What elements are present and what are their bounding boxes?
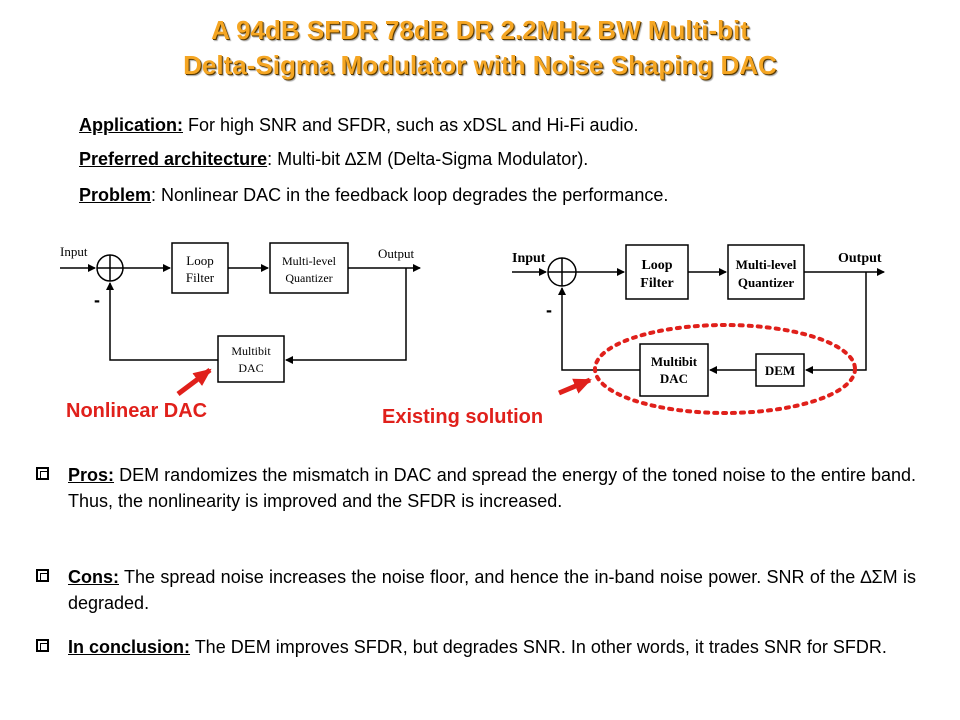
right-dem-text: DEM — [765, 363, 795, 378]
left-output-label: Output — [378, 246, 415, 261]
conclusion-label: In conclusion: — [68, 637, 191, 657]
problem-text: : Nonlinear DAC in the feedback loop deg… — [151, 185, 669, 205]
right-dac-text-2: DAC — [660, 371, 688, 386]
left-quantizer-text-2: Quantizer — [285, 271, 332, 285]
architecture-label: Preferred architecture — [79, 149, 268, 169]
right-quantizer-text-2: Quantizer — [738, 275, 795, 290]
left-loop-filter-text-2: Filter — [186, 270, 215, 285]
left-dac-block — [217, 335, 285, 383]
left-dac-text-1: Multibit — [231, 344, 271, 358]
problem-line: Problem: Nonlinear DAC in the feedback l… — [79, 184, 668, 206]
right-dac-text-1: Multibit — [651, 354, 698, 369]
problem-label: Problem — [79, 185, 152, 205]
left-input-label: Input — [60, 244, 88, 259]
title-line-1: A 94dB SFDR 78dB DR 2.2MHz BW Multi-bit — [211, 15, 749, 45]
cons-text: The spread noise increases the noise flo… — [68, 567, 916, 613]
left-loop-filter-block — [171, 242, 229, 294]
application-label: Application: — [79, 115, 183, 135]
right-input-label: Input — [512, 251, 546, 266]
left-red-pointer-arrow — [176, 368, 212, 396]
cons-bullet: Cons: The spread noise increases the noi… — [36, 564, 916, 616]
pros-bullet: Pros: DEM randomizes the mismatch in DAC… — [36, 462, 916, 514]
architecture-line: Preferred architecture: Multi-bit ∆ΣM (D… — [79, 148, 588, 170]
pros-text: DEM randomizes the mismatch in DAC and s… — [68, 465, 916, 511]
checkbox-bullet-icon — [36, 639, 49, 652]
application-line: Application: For high SNR and SFDR, such… — [79, 114, 639, 136]
right-diagram: Input - Loop Filter Multi-level Quantize… — [512, 244, 885, 415]
conclusion-text: The DEM improves SFDR, but degrades SNR.… — [190, 637, 887, 657]
application-text: For high SNR and SFDR, such as xDSL and … — [183, 115, 639, 135]
left-quantizer-text-1: Multi-level — [282, 254, 337, 268]
right-quantizer-block — [727, 244, 805, 300]
cons-label: Cons: — [68, 567, 119, 587]
title-line-2: Delta-Sigma Modulator with Noise Shaping… — [183, 50, 777, 80]
architecture-text: : Multi-bit ∆ΣM (Delta-Sigma Modulator). — [267, 149, 589, 169]
checkbox-bullet-icon — [36, 467, 49, 480]
checkbox-bullet-icon — [36, 569, 49, 582]
left-quantizer-block — [269, 242, 349, 294]
conclusion-bullet: In conclusion: The DEM improves SFDR, bu… — [36, 634, 916, 660]
pros-label: Pros: — [68, 465, 115, 485]
right-loop-filter-block — [625, 244, 689, 300]
right-minus-sign: - — [546, 300, 552, 320]
right-loop-filter-text-1: Loop — [641, 258, 672, 273]
nonlinear-dac-caption: Nonlinear DAC — [66, 400, 208, 422]
left-loop-filter-text-1: Loop — [186, 253, 213, 268]
right-quantizer-text-1: Multi-level — [736, 257, 797, 272]
right-loop-filter-text-2: Filter — [640, 276, 673, 291]
existing-solution-caption: Existing solution — [382, 406, 544, 428]
right-dem-highlight-ellipse — [593, 323, 857, 415]
right-dac-block — [639, 343, 709, 397]
left-dac-text-2: DAC — [238, 361, 263, 375]
right-red-pointer-arrow — [558, 377, 592, 396]
right-output-label: Output — [838, 251, 882, 266]
left-diagram: Input - Loop Filter Multi-level Quantize… — [60, 242, 421, 396]
left-minus-sign: - — [94, 290, 100, 310]
